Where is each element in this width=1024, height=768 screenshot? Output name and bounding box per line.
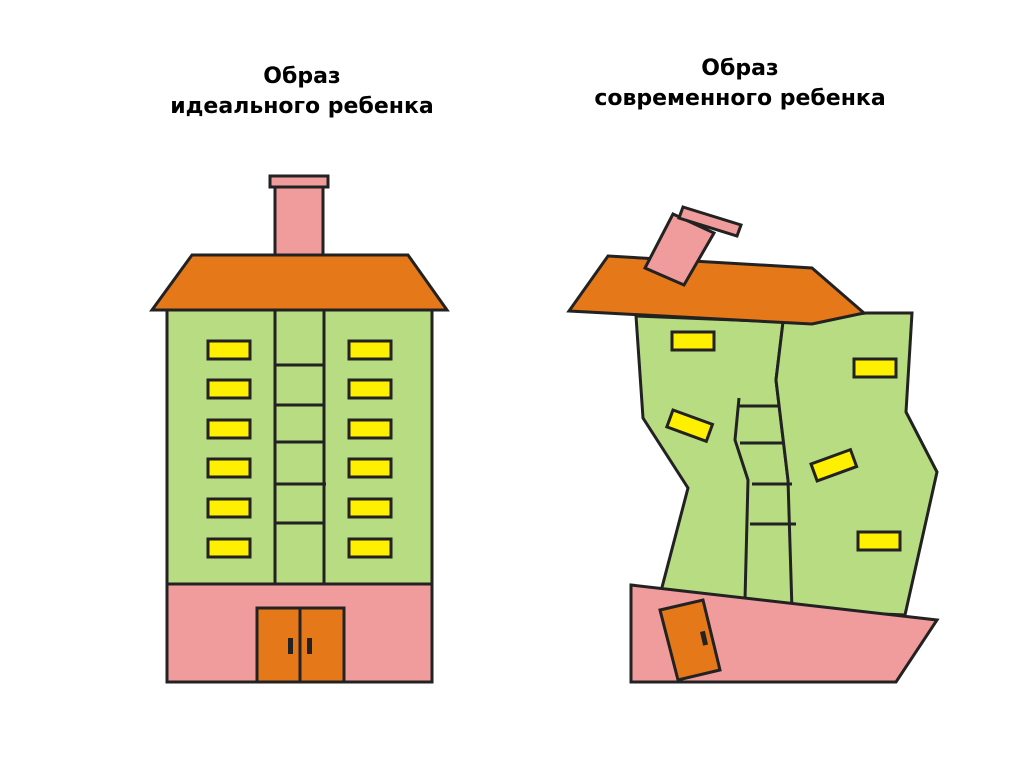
ideal-roof	[149, 253, 450, 312]
caption-ideal-child: Образ идеального ребенка	[142, 62, 462, 122]
ideal-windows	[206, 339, 393, 559]
modern-windows	[664, 330, 902, 552]
caption-modern-line2: современного ребенка	[594, 86, 886, 111]
ideal-house	[149, 174, 450, 684]
modern-wall-left	[634, 314, 802, 612]
modern-chimney	[642, 212, 717, 287]
caption-ideal-line1: Образ	[263, 64, 341, 89]
caption-ideal-line2: идеального ребенка	[170, 94, 434, 119]
modern-chimney-cap	[677, 205, 743, 238]
modern-stairwell	[733, 397, 796, 601]
caption-modern-line1: Образ	[701, 56, 779, 81]
ideal-chimney	[273, 183, 325, 259]
modern-roof	[566, 254, 868, 326]
ideal-door	[255, 606, 346, 684]
caption-modern-child: Образ современного ребенка	[555, 54, 925, 114]
modern-house	[566, 205, 940, 684]
ideal-stairwell	[273, 310, 326, 584]
modern-door	[658, 598, 722, 682]
ideal-chimney-cap	[268, 174, 330, 189]
